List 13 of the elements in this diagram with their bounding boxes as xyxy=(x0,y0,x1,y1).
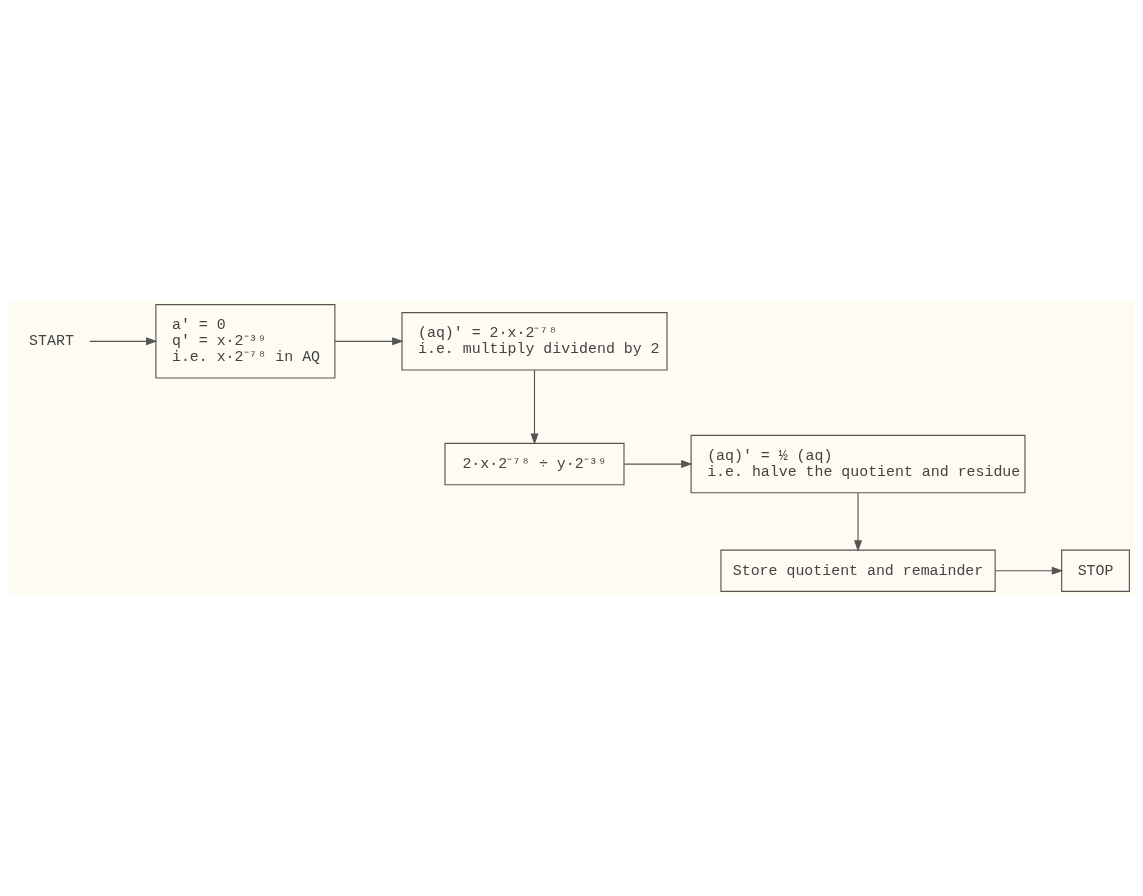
node-box: Store quotient and remainder xyxy=(720,549,996,592)
node-box: 2·x·2⁻⁷⁸ ÷ y·2⁻³⁹ xyxy=(444,442,625,486)
arrow xyxy=(334,337,404,346)
node-box: (aq)' = 2·x·2⁻⁷⁸ i.e. multiply dividend by 2 xyxy=(401,312,668,371)
arrow xyxy=(854,492,863,552)
node-box: STOP xyxy=(1061,549,1130,592)
arrow xyxy=(89,337,158,346)
arrow xyxy=(623,460,693,469)
arrow xyxy=(530,369,539,445)
node-box: (aq)' = ½ (aq) i.e. halve the quotient and residue xyxy=(690,434,1026,494)
node-box: a' = 0 q' = x·2⁻³⁹ i.e. x·2⁻⁷⁸ in AQ xyxy=(155,304,336,379)
arrow xyxy=(994,566,1064,575)
node-text: START xyxy=(29,333,74,350)
